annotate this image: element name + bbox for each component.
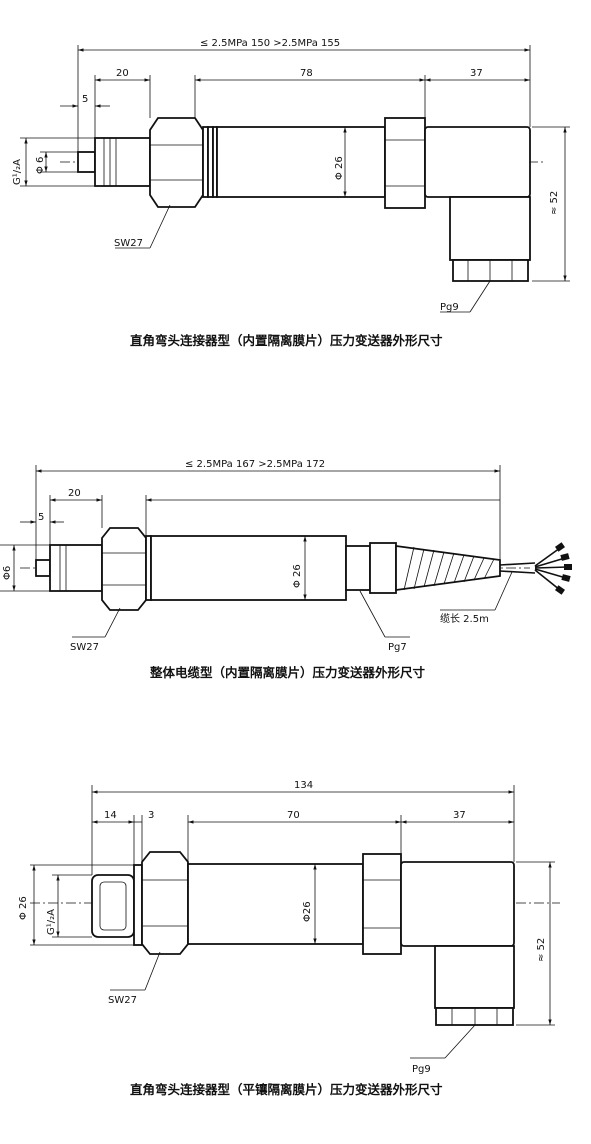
thread-fitting — [94, 137, 151, 187]
hex-nut-sw27 — [149, 117, 204, 208]
dim-37-label: 37 — [453, 810, 466, 821]
strain-relief-cone — [395, 544, 501, 592]
drawing-1-elbow-connector-internal-diaphragm: ≤ 2.5MPa 150 >2.5MPa 155 20 78 37 5 Φ 26… — [12, 38, 570, 348]
sensor-tip — [35, 559, 51, 577]
pg9-gland — [435, 1007, 514, 1026]
overall-length-label: ≤ 2.5MPa 167 >2.5MPa 172 — [185, 459, 325, 470]
height-52-label: ≈ 52 — [549, 191, 560, 215]
overall-length-label: ≤ 2.5MPa 150 >2.5MPa 155 — [200, 38, 340, 49]
dim-5-label: 5 — [82, 94, 88, 105]
sensor-tip — [77, 151, 96, 173]
connector-head — [424, 126, 531, 198]
dim-14-label: 14 — [104, 810, 117, 821]
hex-nut-sw27 — [101, 527, 147, 611]
diameter-6-label: Φ6 — [2, 566, 13, 580]
overall-length-label: 134 — [294, 780, 313, 791]
dim-78-label: 78 — [300, 68, 313, 79]
cable — [499, 562, 536, 566]
diameter-26-label: Φ26 — [302, 901, 313, 922]
connector-nut — [362, 853, 402, 955]
body-tube — [187, 863, 364, 945]
connector-head — [400, 861, 515, 947]
drawing-2-integral-cable-internal-diaphragm: ≤ 2.5MPa 167 >2.5MPa 172 20 5 Φ6 Φ 26 SW… — [0, 459, 572, 680]
diameter-26-label: Φ 26 — [292, 564, 303, 588]
dim-5-label: 5 — [38, 512, 44, 523]
cable-wires — [534, 542, 572, 595]
dim-20-label: 20 — [68, 488, 81, 499]
caption-2: 整体电缆型（内置隔离膜片）压力变送器外形尺寸 — [150, 665, 426, 680]
dim-20-label: 20 — [116, 68, 129, 79]
thread-label: G¹/₂A — [12, 159, 23, 185]
flush-fitting — [91, 874, 135, 938]
drawing-3-elbow-connector-flush-diaphragm: 134 14 3 70 37 Φ 26 G¹/₂A Φ26 ≈ 52 SW27 … — [18, 780, 560, 1097]
hex-nut-sw27 — [141, 851, 189, 955]
body-tube — [216, 126, 386, 198]
pg7-gland — [369, 542, 397, 594]
caption-3: 直角弯头连接器型（平镶隔离膜片）压力变送器外形尺寸 — [130, 1082, 443, 1097]
pg9-gland — [452, 259, 529, 282]
diameter-26-left-label: Φ 26 — [18, 896, 29, 920]
cable-length-label: 缆长 2.5m — [440, 612, 489, 625]
sw27-label: SW27 — [114, 238, 143, 249]
body-tube — [150, 535, 347, 601]
sw27-label: SW27 — [108, 995, 137, 1006]
dim-3-label: 3 — [148, 810, 154, 821]
pg9-label: Pg9 — [412, 1064, 431, 1075]
connector-nut — [384, 117, 426, 209]
diameter-6-label: Φ 6 — [35, 157, 46, 174]
caption-1: 直角弯头连接器型（内置隔离膜片）压力变送器外形尺寸 — [130, 333, 443, 348]
thread-fitting — [49, 544, 103, 592]
sw27-label: SW27 — [70, 642, 99, 653]
small-nut — [345, 545, 371, 591]
thread-label: G¹/₂A — [46, 909, 57, 935]
dim-70-label: 70 — [287, 810, 300, 821]
pg9-label: Pg9 — [440, 302, 459, 313]
diameter-26-label: Φ 26 — [334, 156, 345, 180]
dim-37-label: 37 — [470, 68, 483, 79]
elbow-drop — [449, 196, 531, 261]
elbow-drop — [434, 945, 515, 1009]
pg7-label: Pg7 — [388, 642, 407, 653]
height-52-label: ≈ 52 — [536, 938, 547, 962]
